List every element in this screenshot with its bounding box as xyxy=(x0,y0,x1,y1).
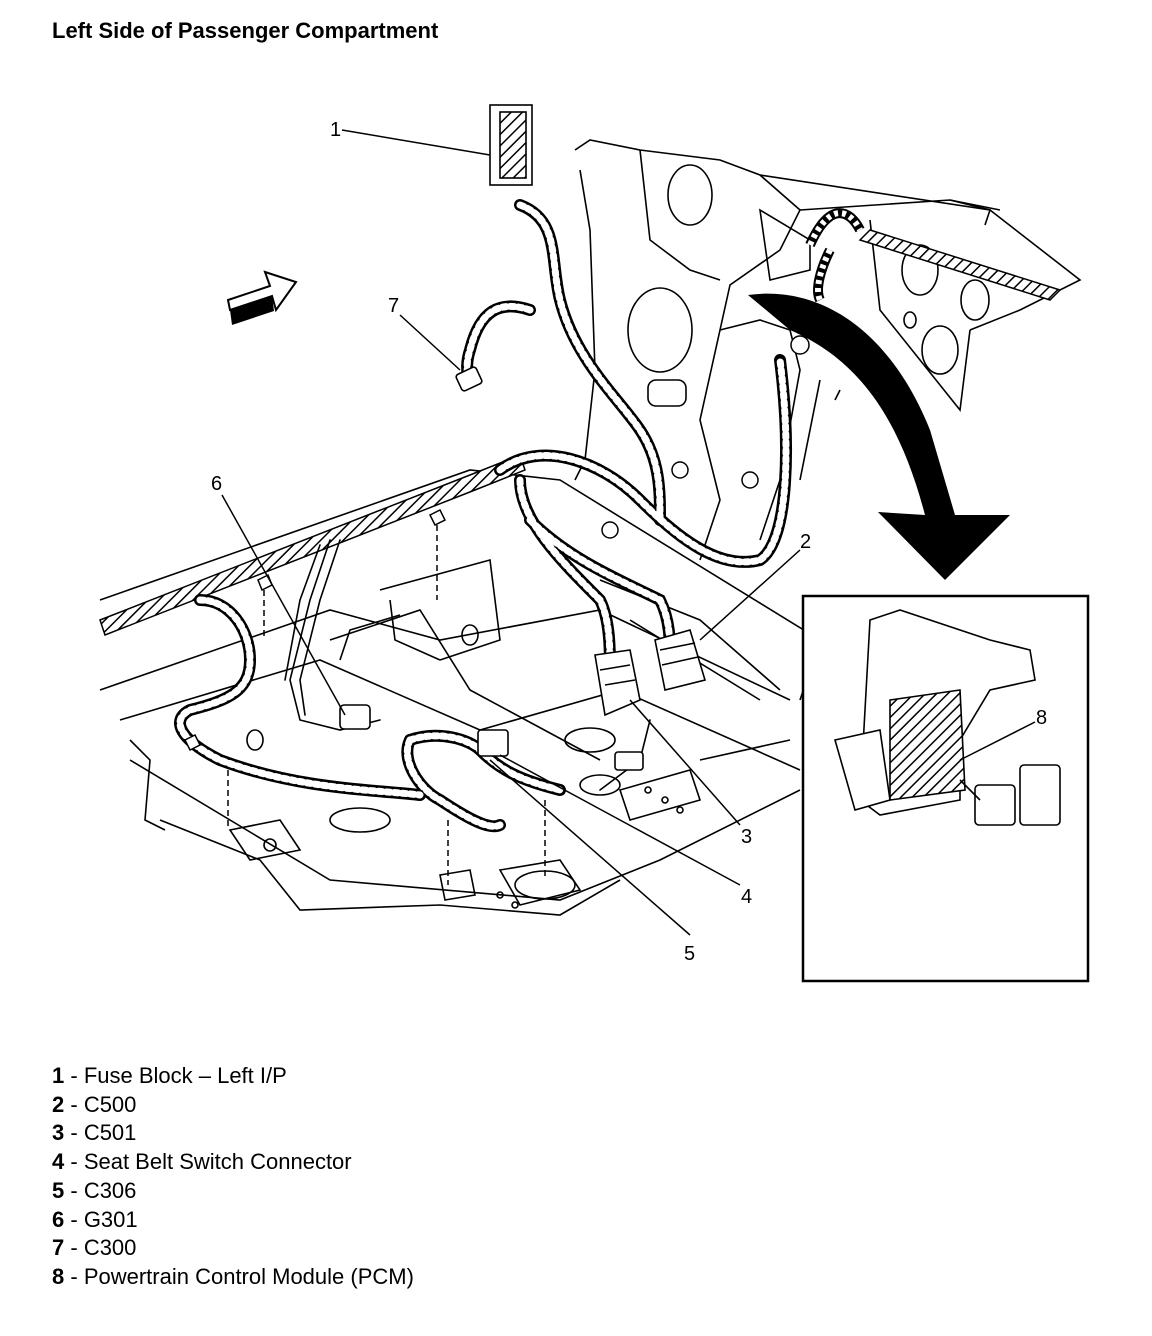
legend: 1 - Fuse Block – Left I/P 2 - C500 3 - C… xyxy=(52,1062,414,1292)
legend-item: 5 - C306 xyxy=(52,1177,414,1206)
legend-item: 8 - Powertrain Control Module (PCM) xyxy=(52,1263,414,1292)
legend-separator: - xyxy=(64,1235,84,1261)
callout-8: 8 xyxy=(1036,707,1047,729)
callout-1: 1 xyxy=(330,119,341,141)
fuse-block-icon xyxy=(489,104,533,186)
legend-label: Powertrain Control Module (PCM) xyxy=(83,1263,414,1289)
c500-c501-connectors-icon xyxy=(594,629,707,717)
legend-item: 7 - C300 xyxy=(52,1234,414,1263)
detail-arrow-icon xyxy=(748,293,1010,580)
dash-harness xyxy=(805,208,1062,303)
callout-2: 2 xyxy=(800,531,811,553)
c300-connector-icon xyxy=(455,366,483,392)
legend-number: 1 xyxy=(52,1063,65,1088)
callout-4: 4 xyxy=(741,886,752,908)
direction-arrow-icon xyxy=(226,270,298,325)
floor-pan xyxy=(99,469,821,916)
legend-label: C300 xyxy=(83,1235,137,1261)
callout-leader-lines xyxy=(221,129,1036,936)
callout-6: 6 xyxy=(211,473,222,495)
legend-item: 1 - Fuse Block – Left I/P xyxy=(52,1062,414,1091)
legend-item: 6 - G301 xyxy=(52,1206,414,1235)
legend-label: Seat Belt Switch Connector xyxy=(83,1149,352,1175)
legend-number: 2 xyxy=(52,1091,65,1117)
a-pillar-structure xyxy=(574,139,1082,561)
callout-7: 7 xyxy=(388,295,399,317)
legend-number: 3 xyxy=(52,1120,65,1146)
legend-separator: - xyxy=(64,1091,84,1117)
legend-separator: - xyxy=(64,1149,84,1175)
page-title: Left Side of Passenger Compartment xyxy=(52,18,439,43)
legend-label: C306 xyxy=(83,1177,137,1203)
legend-item: 3 - C501 xyxy=(52,1119,414,1148)
legend-separator: - xyxy=(64,1177,84,1203)
legend-label: C501 xyxy=(83,1120,137,1146)
wiring-harness-diagram: 1 2 3 4 5 6 7 8 xyxy=(99,104,1090,983)
legend-separator: - xyxy=(64,1120,84,1146)
legend-item: 4 - Seat Belt Switch Connector xyxy=(52,1148,414,1177)
legend-label: C500 xyxy=(83,1091,137,1117)
legend-number: 5 xyxy=(52,1177,65,1203)
legend-label: Fuse Block – Left I/P xyxy=(83,1063,287,1088)
callout-5: 5 xyxy=(684,943,695,965)
legend-number: 7 xyxy=(52,1235,65,1261)
legend-separator: - xyxy=(64,1263,84,1289)
legend-separator: - xyxy=(64,1063,84,1088)
callout-3: 3 xyxy=(741,826,752,848)
legend-label: G301 xyxy=(83,1206,138,1232)
legend-item: 2 - C500 xyxy=(52,1091,414,1120)
legend-number: 8 xyxy=(52,1263,65,1289)
legend-number: 4 xyxy=(52,1149,65,1175)
legend-number: 6 xyxy=(52,1206,65,1232)
pcm-detail-inset xyxy=(801,594,1090,983)
fasteners xyxy=(183,335,810,885)
g301-c306-connectors-icon xyxy=(339,704,644,771)
floor-harness xyxy=(99,454,526,636)
legend-separator: - xyxy=(64,1206,84,1232)
